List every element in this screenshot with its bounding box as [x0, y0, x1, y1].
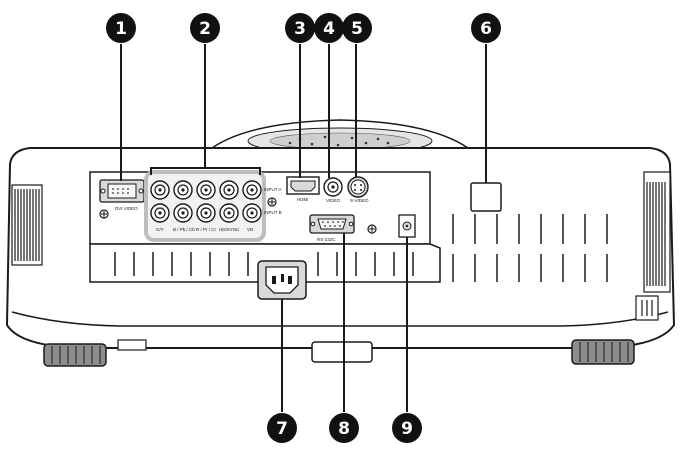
label-g-y: G/Y [156, 227, 164, 232]
callout-4: 4 [314, 13, 344, 43]
s-video-label: S-VIDEO [350, 198, 369, 203]
dvi-video-label: DVI VIDEO [115, 206, 138, 211]
left-foot [43, 343, 107, 367]
ground-screw-left [99, 209, 109, 219]
hdmi-port [286, 176, 320, 195]
svg-text:5: 5 [351, 19, 363, 39]
svg-text:2: 2 [199, 19, 211, 39]
svg-text:8: 8 [338, 419, 350, 439]
center-foot [311, 341, 373, 363]
callout-5: 5 [342, 13, 372, 43]
callout-6: 6 [471, 13, 501, 43]
hdmi-label: HDMI [297, 197, 309, 202]
svg-text:3: 3 [294, 19, 306, 39]
rca-row-a [150, 180, 262, 200]
ground-screw-right [367, 224, 377, 234]
leader-lines [120, 44, 487, 412]
ac-power-inlet [257, 260, 307, 300]
svg-text:1: 1 [115, 19, 127, 39]
label-r-pr-cr: R / Pr / Cr [196, 227, 217, 232]
video-label: VIDEO [326, 198, 341, 203]
svg-text:6: 6 [480, 19, 492, 39]
rs232c-label: RS-232C [317, 237, 336, 242]
label-input-a: INPUT A [264, 187, 281, 192]
label-b-pb-cb: B / Pb / Cb [173, 227, 195, 232]
left-side-vent [11, 184, 43, 266]
label-input-b: INPUT B [264, 210, 282, 215]
left-pad [117, 339, 147, 351]
rs232c-port [309, 214, 355, 234]
svg-text:4: 4 [323, 19, 335, 39]
label-vd: VD [247, 227, 254, 232]
right-foot [571, 339, 635, 365]
dc-jack [398, 214, 416, 238]
svg-text:7: 7 [276, 419, 288, 439]
callout-2: 2 [190, 13, 220, 43]
callout-3: 3 [285, 13, 315, 43]
right-side-vent [635, 171, 671, 321]
callout-8: 8 [329, 413, 359, 443]
callout-7: 7 [267, 413, 297, 443]
svg-text:9: 9 [401, 419, 413, 439]
s-video-port [347, 176, 369, 198]
video-port [323, 177, 343, 197]
dvi-video-port [99, 179, 145, 203]
callout-1: 1 [106, 13, 136, 43]
lower-vent-slots [114, 252, 414, 276]
ground-screw-mid [267, 197, 277, 207]
remote-sensor [470, 182, 502, 212]
label-hd-sync: HD/SYNC [219, 227, 240, 232]
callout-9: 9 [392, 413, 422, 443]
rca-row-b [150, 203, 262, 223]
right-body-slots [452, 214, 608, 282]
